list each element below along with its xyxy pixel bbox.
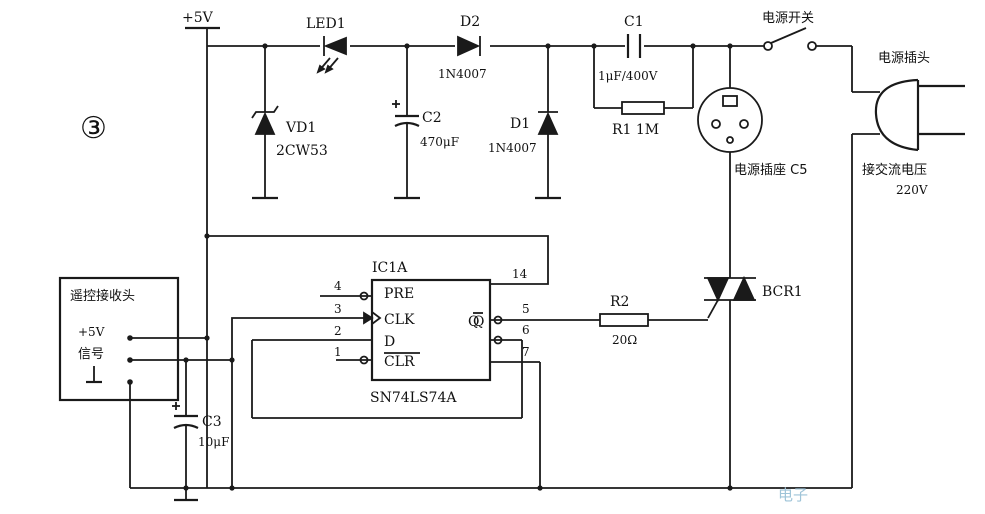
clk-triangle (371, 311, 382, 325)
pin-number-14: 14 (512, 267, 528, 281)
c2-symbol (392, 100, 420, 127)
r1-label: R1 1M (612, 122, 659, 138)
c3-value-label: 10μF (198, 435, 229, 449)
pin-number-1: 1 (334, 345, 342, 359)
ic-pin-d: D (384, 334, 395, 350)
c3-symbol (172, 402, 199, 429)
bcr1-label: BCR1 (762, 284, 803, 300)
c1-value-label: 1μF/400V (598, 69, 658, 83)
junction-dot (229, 485, 235, 491)
d2-label: D2 (460, 14, 480, 30)
socket-label: 电源插座 C5 (734, 163, 807, 178)
d2-symbol (457, 35, 481, 57)
junction-dot (183, 357, 189, 363)
d1-symbol (537, 111, 559, 135)
r2-symbol (599, 313, 649, 327)
ic-pin-clr: CLR (384, 354, 415, 370)
ic1a-part: SN74LS74A (370, 390, 457, 406)
pin-number-2: 2 (334, 324, 342, 338)
d1-label: D1 (510, 116, 530, 132)
junction-dot (537, 485, 543, 491)
d2-part-label: 1N4007 (438, 67, 487, 81)
receiver-signal-label: 信号 (78, 347, 104, 362)
ic-pin-clk: CLK (384, 312, 415, 328)
power-plug-symbol (874, 78, 965, 152)
c3-label: C3 (202, 414, 222, 430)
pin-number-4: 4 (334, 279, 342, 293)
r2-label: R2 (610, 294, 629, 310)
receiver-vcc-label: +5V (78, 325, 105, 339)
r2-value-label: 20Ω (612, 333, 637, 347)
pin6-bubble (493, 335, 503, 345)
ic-pin-q: Q (468, 314, 479, 330)
led1-symbol (316, 36, 347, 74)
pin5-bubble (493, 315, 503, 325)
junction-dot (727, 485, 733, 491)
c2-value-label: 470μF (420, 135, 459, 149)
receiver-title: 遥控接收头 (70, 288, 135, 304)
rail-label: +5V (182, 10, 214, 26)
power-switch-lever (770, 27, 807, 44)
pin-number-3: 3 (334, 302, 342, 316)
c1-label: C1 (624, 14, 644, 30)
junction-dot (204, 233, 210, 239)
power-socket-symbol (697, 87, 763, 153)
ac-value-label: 220V (896, 183, 928, 197)
vd1-part-label: 2CW53 (276, 143, 328, 159)
junction-dot (204, 335, 210, 341)
pin3-arrow (363, 311, 374, 325)
switch-terminal (807, 41, 817, 51)
ic-pin-qbar: Q (473, 314, 484, 330)
junction-dot (229, 357, 235, 363)
pin-number-5: 5 (522, 302, 530, 316)
c1-symbol (626, 34, 642, 58)
d1-part-label: 1N4007 (488, 141, 537, 155)
c2-label: C2 (422, 110, 442, 126)
bcr1-triac-symbol (704, 275, 756, 319)
switch-label: 电源开关 (762, 11, 814, 26)
remote-receiver-box (58, 276, 180, 402)
pin4-inversion-bubble (359, 291, 369, 301)
pin14-vcc-wire (207, 235, 549, 285)
watermark: 电子 (778, 486, 808, 504)
ac-label: 接交流电压 (862, 162, 927, 178)
switch-terminal (763, 41, 773, 51)
pin-number-7: 7 (522, 345, 530, 359)
led1-label: LED1 (306, 16, 346, 32)
figure-number: ③ (80, 111, 107, 146)
plug-label: 电源插头 (878, 51, 930, 66)
vd1-label: VD1 (285, 120, 316, 136)
ic1a-body (370, 278, 492, 382)
ic-pin-pre: PRE (384, 286, 414, 302)
pin3-clk-wire (231, 317, 364, 488)
pin1-inversion-bubble (359, 355, 369, 365)
ic1a-name: IC1A (372, 260, 408, 276)
r1-symbol (621, 101, 665, 115)
pin-number-6: 6 (522, 323, 530, 337)
